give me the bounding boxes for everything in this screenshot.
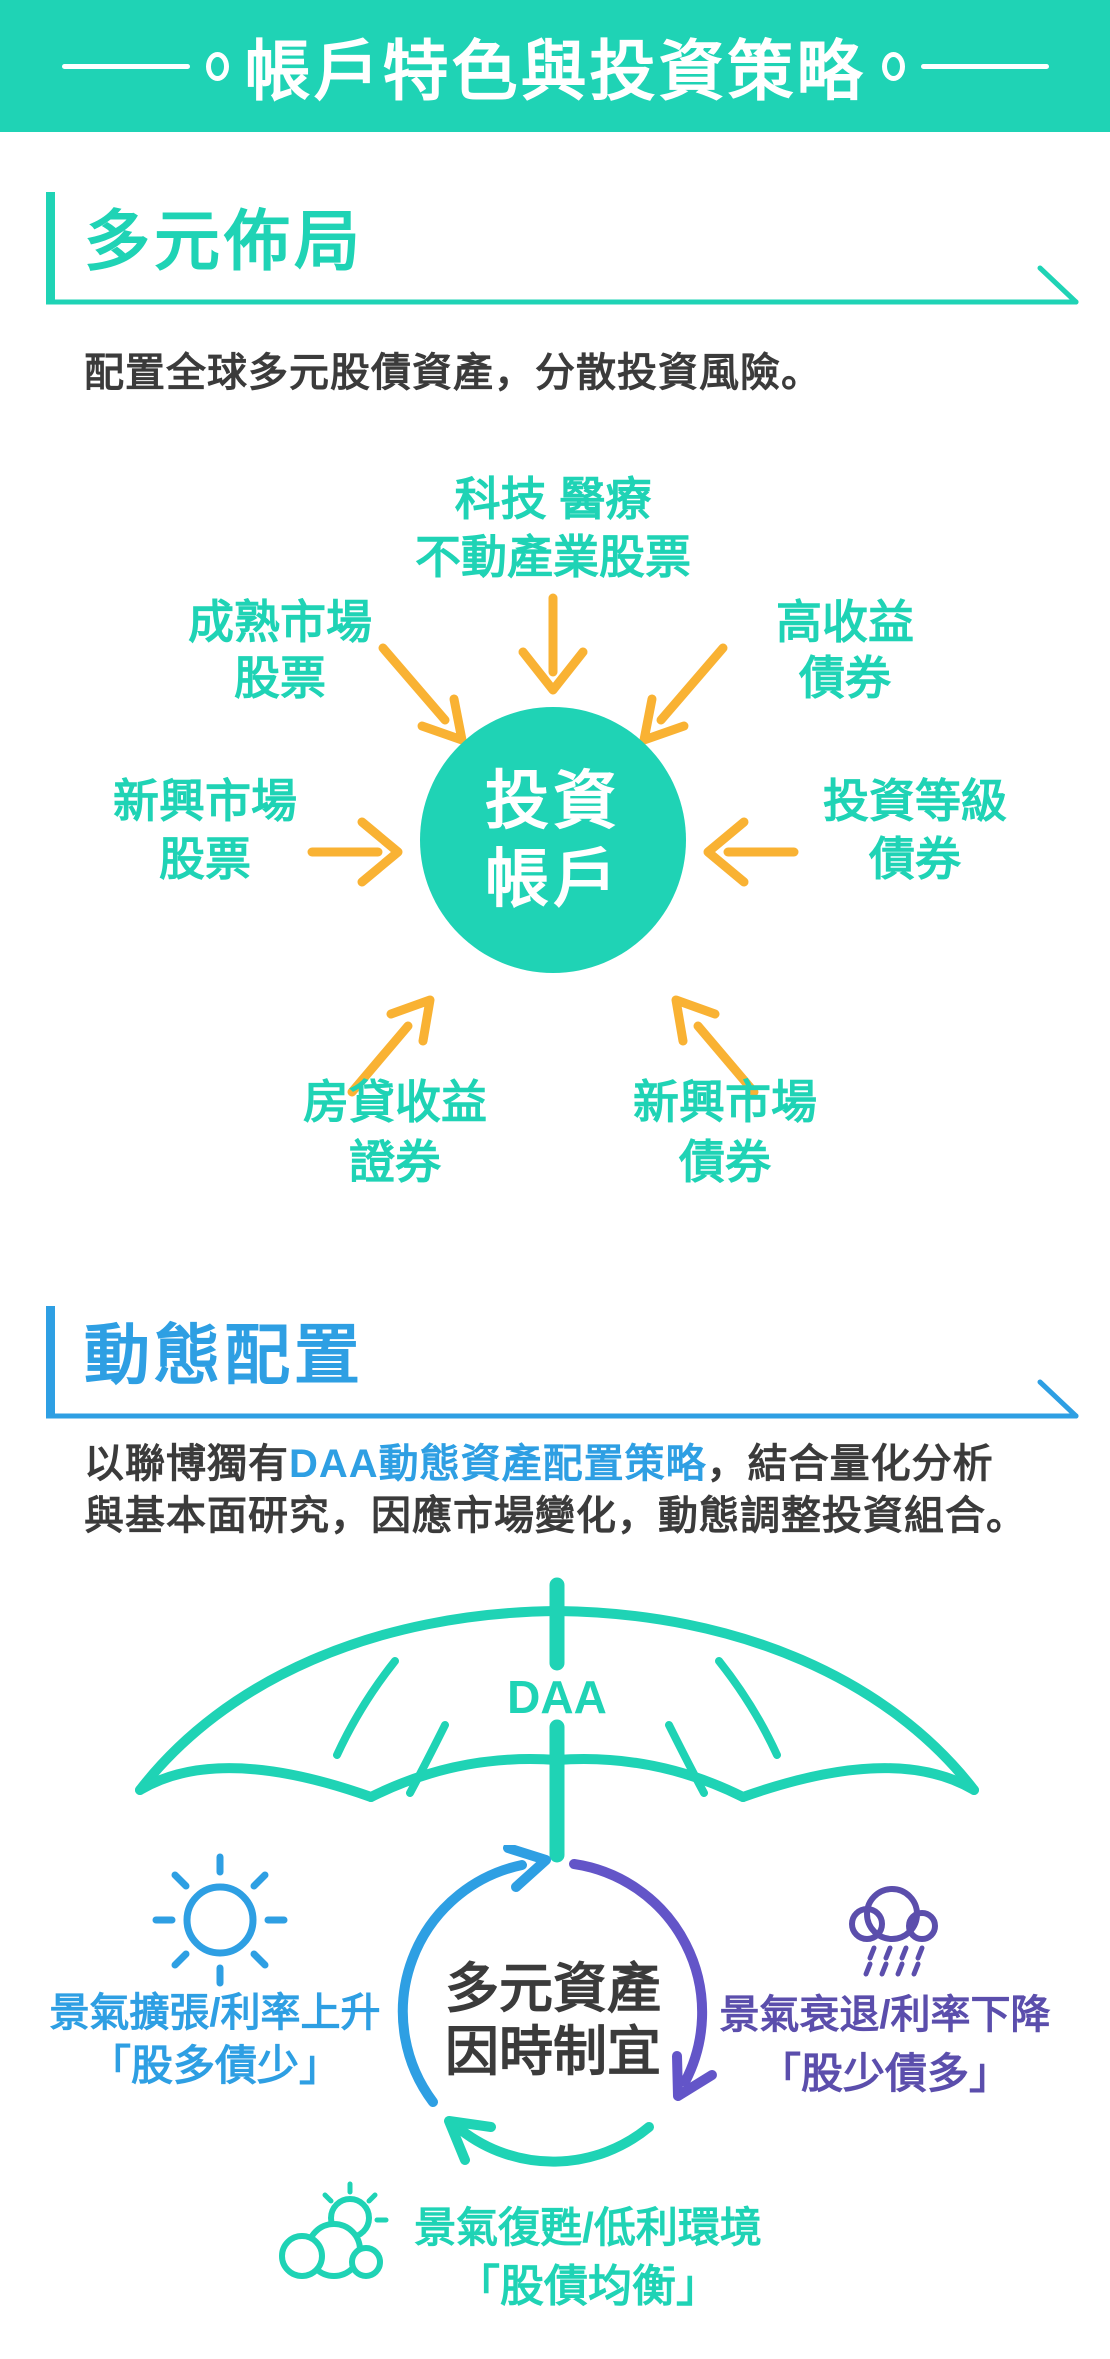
section2-underline — [46, 1379, 1079, 1419]
banner: 帳戶特色與投資策略 — [0, 0, 1110, 132]
cycle-arrows-icon — [397, 1845, 717, 2167]
banner-left-circle-icon — [205, 51, 229, 81]
expansion-label: 景氣擴張/利率上升 — [49, 1991, 381, 2035]
sun-icon — [152, 1853, 288, 1987]
diversification-diagram: 投資 帳戶 科技 醫療 不動產業股票 成熟市場 股票 高收益 債券 新興市場 股… — [0, 430, 1110, 1260]
asset-label-upper-right: 高收益 債券 — [776, 596, 914, 704]
asset-label-bottom-right: 新興市場 債券 — [633, 1076, 817, 1188]
cycle-center-text: 多元資產 因時制宜 — [445, 1959, 661, 2082]
sun-cloud-icon — [279, 2181, 389, 2279]
recovery-label: 景氣復甦/低利環境 — [414, 2204, 762, 2251]
recovery-allocation: 「股債均衡」 — [456, 2262, 720, 2311]
section1-heading: 多元佈局 — [84, 204, 364, 278]
asset-label-mid-right: 投資等級 債券 — [823, 775, 1007, 885]
section2-description-line2: 與基本面研究，因應市場變化，動態調整投資組合。 — [84, 1494, 1027, 1538]
asset-label-top: 科技 醫療 不動產業股票 — [415, 473, 691, 583]
daa-highlight: DAA動態資產配置策略 — [289, 1442, 707, 1486]
inward-arrows-icon — [307, 593, 799, 1097]
rain-cloud-icon — [849, 1886, 938, 1977]
section2-accent-bar — [46, 1306, 55, 1418]
asset-label-bottom-left: 房貸收益 證券 — [303, 1076, 487, 1188]
banner-right-line — [920, 63, 1049, 69]
banner-right-circle-icon — [881, 51, 905, 81]
banner-left-line — [61, 63, 190, 69]
asset-label-mid-left: 新興市場 股票 — [113, 775, 297, 885]
section1-accent-bar — [46, 192, 55, 304]
section2-description: 以聯博獨有DAA動態資產配置策略，結合量化分析 與基本面研究，因應市場變化，動態… — [84, 1438, 1027, 1542]
daa-umbrella-icon: DAA — [135, 1577, 979, 1863]
hub-line1: 投資 — [485, 765, 621, 837]
hub-line2: 帳戶 — [485, 843, 621, 915]
section2-heading: 動態配置 — [84, 1318, 364, 1392]
section1-underline — [46, 265, 1079, 305]
expansion-allocation: 「股多債少」 — [88, 2042, 341, 2089]
section1-description: 配置全球多元股債資產，分散投資風險。 — [84, 351, 822, 395]
recession-label: 景氣衰退/利率下降 — [719, 1993, 1051, 2037]
recession-allocation: 「股少債多」 — [758, 2050, 1011, 2097]
section2-description-line1: 以聯博獨有DAA動態資產配置策略，結合量化分析 — [84, 1442, 994, 1486]
page-title: 帳戶特色與投資策略 — [244, 34, 866, 108]
umbrella-label: DAA — [507, 1671, 607, 1723]
investment-account-hub: 投資 帳戶 — [420, 707, 686, 973]
asset-label-upper-left: 成熟市場 股票 — [188, 596, 372, 704]
